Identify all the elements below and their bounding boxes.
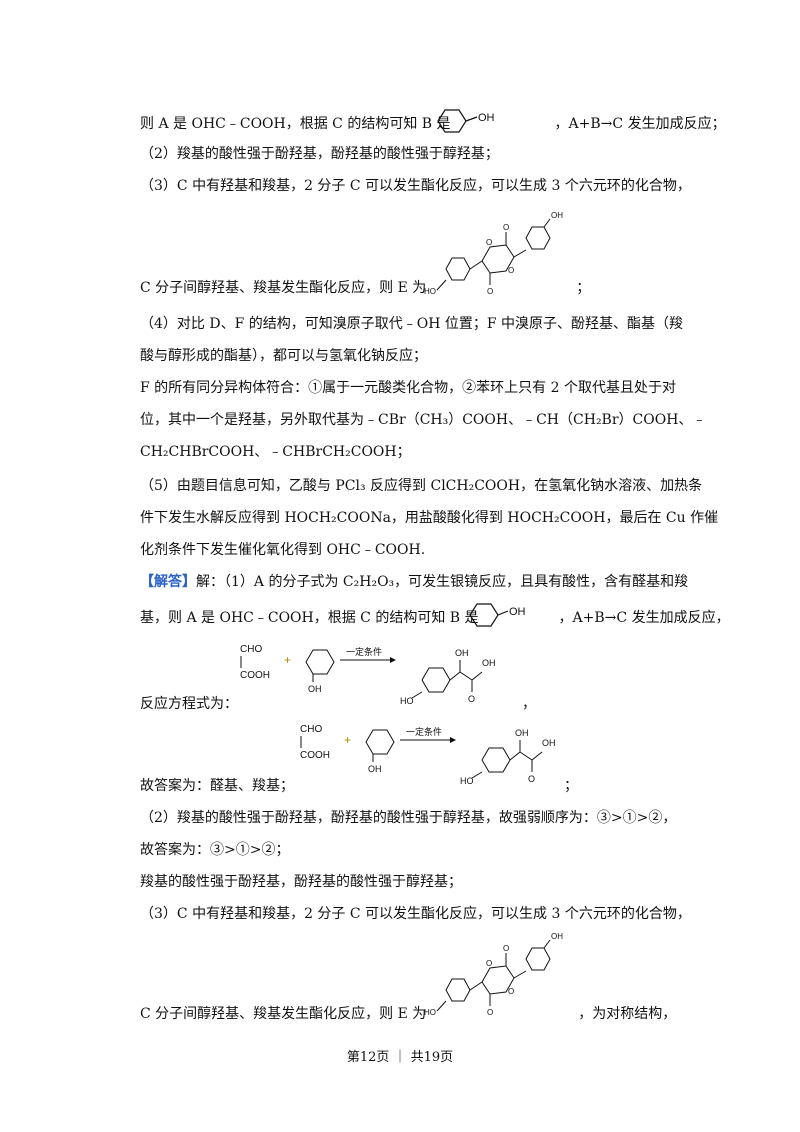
text-line-14: 基，则 A 是 OHC﹣COOH，根据 C 的结构可知 B 是，A+B→C 发生… (140, 610, 730, 626)
svg-text:+: + (284, 653, 291, 667)
svg-text:O: O (468, 694, 475, 704)
svg-text:CHO: CHO (240, 644, 262, 655)
text-line-4: C 分子间醇羟基、羧基发生酯化反应，则 E 为； (140, 280, 591, 296)
svg-text:HO: HO (424, 1008, 436, 1017)
svg-text:OH: OH (551, 932, 563, 941)
svg-text:OH: OH (509, 606, 526, 618)
svg-text:一定条件: 一定条件 (346, 646, 382, 657)
svg-text:O: O (487, 287, 493, 296)
text-line-11: 件下发生水解反应得到 HOCH₂COONa，用盐酸酸化得到 HOCH₂COOH，… (140, 510, 719, 526)
svg-text:O: O (486, 238, 492, 247)
svg-text:HO: HO (400, 696, 414, 706)
svg-text:OH: OH (515, 728, 529, 738)
svg-text:O: O (487, 1008, 493, 1017)
svg-text:O: O (503, 223, 509, 232)
text-line-12: 化剂条件下发生催化氧化得到 OHC﹣COOH. (140, 542, 426, 558)
svg-text:O: O (503, 944, 509, 953)
text-line-5: （4）对比 D、F 的结构，可知溴原子取代﹣OH 位置；F 中溴原子、酚羟基、酯… (140, 316, 684, 332)
text-line-6: 酸与醇形成的酯基），都可以与氢氧化钠反应； (140, 348, 427, 364)
text-line-15: 反应方程式为：， (140, 696, 536, 712)
svg-text:OH: OH (542, 738, 556, 748)
text-line-16: 故答案为：醛基、羧基；； (140, 778, 578, 794)
compound-e-structure: HO O O O O OH (424, 211, 563, 296)
text-line-1: 则 A 是 OHC﹣COOH，根据 C 的结构可知 B 是，A+B→C 发生加成… (140, 116, 726, 132)
text-line-17: （2）羧基的酸性强于酚羟基，酚羟基的酸性强于醇羟基，故强弱顺序为：③>①>②， (140, 810, 677, 826)
text-line-8: 位，其中一个是羟基，另外取代基为﹣CBr（CH₃）COOH、﹣CH（CH₂Br）… (140, 412, 707, 428)
text-line-3: （3）C 中有羟基和羧基，2 分子 C 可以发生酯化反应，可以生成 3 个六元环… (140, 178, 691, 194)
phenol-structure: OH (437, 109, 495, 133)
svg-text:+: + (344, 733, 351, 747)
text-line-10: （5）由题目信息可知，乙酸与 PCl₃ 反应得到 ClCH₂COOH，在氢氧化钠… (140, 478, 703, 494)
phenol-structure-2: OH (469, 603, 526, 627)
text-line-2: （2）羧基的酸性强于酚羟基，酚羟基的酸性强于醇羟基； (140, 146, 499, 162)
text-line-9: CH₂CHBrCOOH、﹣CHBrCH₂COOH； (140, 444, 411, 460)
svg-text:OH: OH (455, 648, 469, 658)
svg-text:O: O (508, 987, 514, 996)
svg-text:OH: OH (482, 658, 496, 668)
oh-label: OH (478, 112, 495, 124)
svg-text:O: O (528, 774, 535, 784)
reaction-equation-2: CHO COOH + OH 一定条件 HO OH O OH (300, 724, 556, 786)
svg-text:CHO: CHO (300, 724, 322, 735)
text-line-19: 羧基的酸性强于酚羟基，酚羟基的酸性强于醇羟基； (140, 874, 462, 890)
compound-e-structure-2: HO O O O O OH (424, 932, 563, 1017)
svg-text:O: O (486, 959, 492, 968)
text-line-7: F 的所有同分异构体符合：①属于一元酸类化合物，②苯环上只有 2 个取代基且处于… (140, 380, 676, 396)
svg-text:OH: OH (368, 764, 382, 774)
reaction-equation-1: CHO COOH + OH 一定条件 HO OH O OH (240, 644, 496, 706)
svg-text:COOH: COOH (300, 750, 330, 761)
text-line-21: C 分子间醇羟基、羧基发生酯化反应，则 E 为，为对称结构， (140, 1006, 677, 1022)
svg-text:HO: HO (424, 287, 436, 296)
svg-text:OH: OH (551, 211, 563, 220)
page-footer: 第12页 ｜ 共19页 (346, 1050, 454, 1065)
text-line-18: 故答案为：③>①>②； (140, 842, 290, 858)
text-line-13: 【解答】解：（1）A 的分子式为 C₂H₂O₃，可发生银镜反应，且具有酸性，含有… (140, 574, 689, 590)
svg-text:O: O (508, 266, 514, 275)
svg-text:一定条件: 一定条件 (406, 726, 442, 737)
answer-tag: 【解答】 (140, 574, 196, 590)
svg-text:COOH: COOH (240, 670, 270, 681)
text-line-20: （3）C 中有羟基和羧基，2 分子 C 可以发生酯化反应，可以生成 3 个六元环… (140, 906, 691, 922)
svg-text:OH: OH (308, 684, 322, 694)
svg-text:HO: HO (460, 776, 474, 786)
